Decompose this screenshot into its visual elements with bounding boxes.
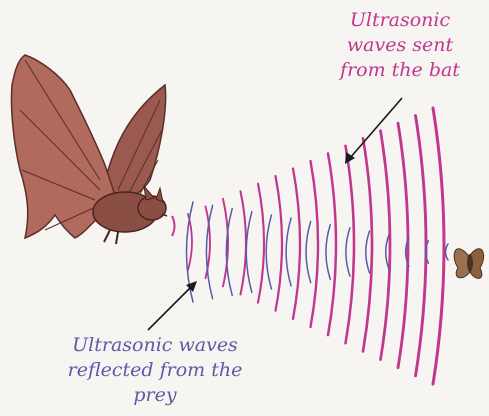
sent-wave-arc — [258, 184, 264, 303]
arrow-to-reflected-waves — [148, 281, 197, 330]
label-reflected-waves: Ultrasonic waves reflected from the prey — [40, 333, 270, 408]
reflected-wave-arc — [326, 225, 330, 280]
reflected-wave-arc — [266, 215, 271, 289]
reflected-wave-arc — [246, 212, 252, 293]
label-reflected-line-1: Ultrasonic waves — [40, 333, 270, 358]
sent-wave-arc — [433, 108, 444, 384]
sent-wave-arc — [363, 138, 372, 351]
label-sent-line-2: waves sent — [305, 33, 489, 58]
sent-wave-arc — [293, 169, 300, 319]
reflected-wave-arc — [286, 218, 291, 286]
arrow-to-sent-waves — [345, 98, 402, 164]
label-reflected-line-3: prey — [40, 383, 270, 408]
sent-wave-arc — [276, 176, 283, 311]
sent-wave-arc — [241, 191, 247, 294]
sent-wave-arc — [381, 131, 391, 360]
sent-wave-arc — [311, 161, 319, 327]
sent-wave-arc — [416, 116, 427, 376]
reflected-wave-arc — [346, 228, 350, 276]
moth-icon — [454, 249, 483, 279]
emission-arc — [172, 216, 175, 236]
reflected-wave-arc — [366, 231, 370, 273]
reflected-wave-arc — [306, 221, 311, 282]
sent-wave-arc — [328, 153, 336, 335]
label-sent-waves: Ultrasonic waves sent from the bat — [305, 8, 489, 83]
label-reflected-line-2: reflected from the — [40, 358, 270, 383]
label-sent-line-3: from the bat — [305, 58, 489, 83]
reflected-wave-arc — [446, 244, 449, 260]
label-sent-line-1: Ultrasonic — [305, 8, 489, 33]
bat-icon — [11, 55, 167, 244]
